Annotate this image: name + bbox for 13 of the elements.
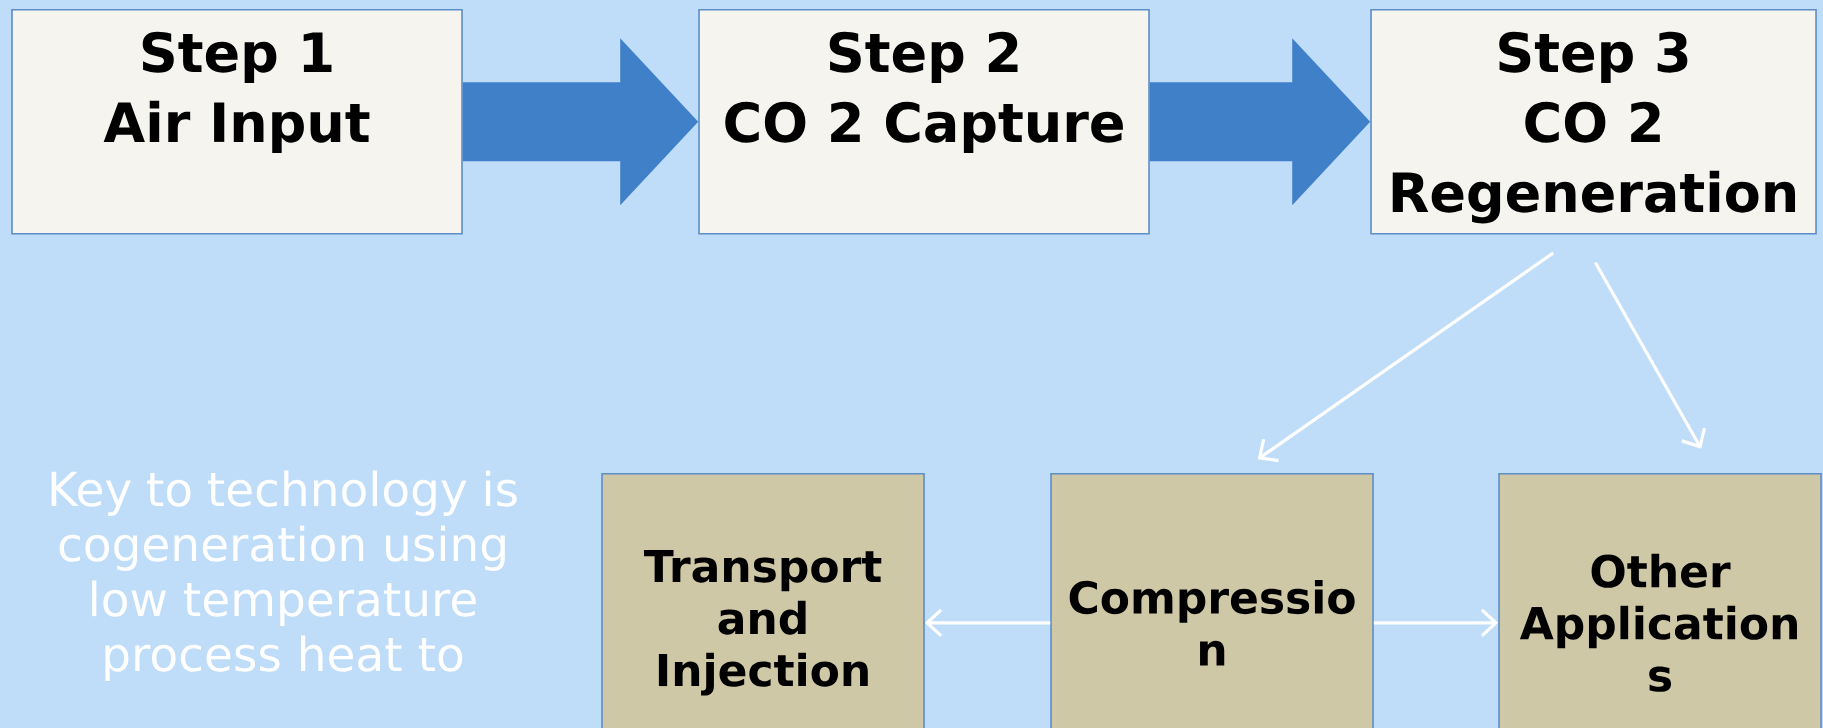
step-box: Step 2 CO 2 Capture — [698, 9, 1150, 235]
step-box: Step 1 Air Input — [11, 9, 463, 235]
arrow — [1257, 251, 1555, 463]
block-arrow — [462, 38, 699, 206]
arrow — [924, 608, 1051, 637]
process-box: Transport and Injection — [601, 473, 925, 728]
process-box: Compressio n — [1050, 473, 1374, 728]
arrow — [1373, 608, 1499, 637]
process-box: Other Application s — [1498, 473, 1822, 728]
step-box: Step 3 CO 2 Regeneration — [1370, 9, 1817, 235]
block-arrow — [1149, 38, 1371, 206]
arrow — [1593, 261, 1706, 449]
note-text: Key to technology is cogeneration using low temperature process heat to — [51, 470, 517, 681]
